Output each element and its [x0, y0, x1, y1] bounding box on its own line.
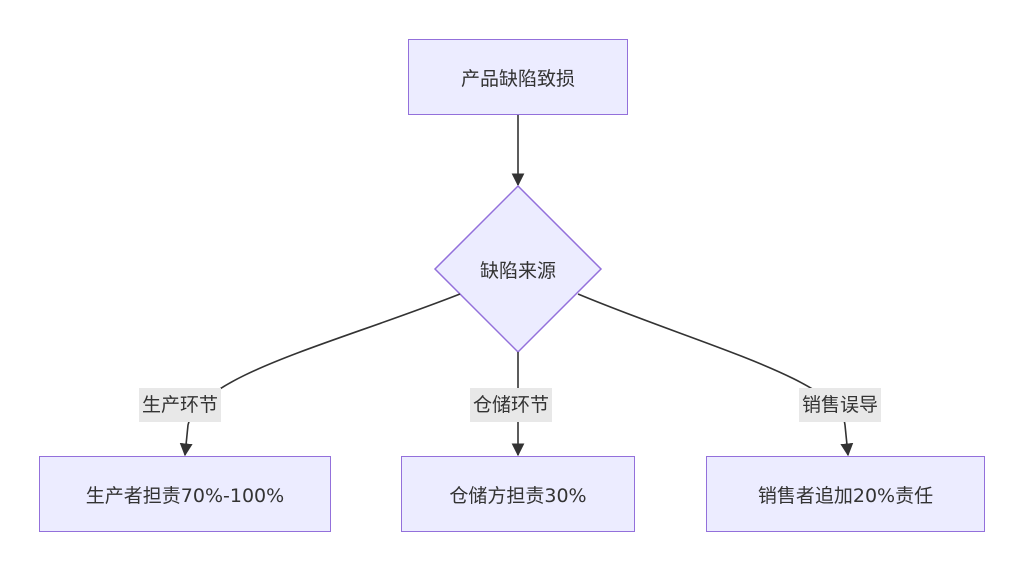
node-seller-label: 销售者追加20%责任 — [757, 484, 934, 507]
decision-label-box: 缺陷来源 — [458, 249, 578, 289]
edge-decision-to-seller — [577, 293, 854, 457]
edge-label-production: 生产环节 — [139, 388, 222, 422]
node-producer: 生产者担责70%-100% — [39, 456, 331, 532]
node-storage-label: 仓储方担责30% — [449, 484, 587, 507]
node-start-label: 产品缺陷致损 — [460, 67, 575, 90]
node-start: 产品缺陷致损 — [408, 39, 628, 115]
node-decision-label: 缺陷来源 — [479, 259, 556, 282]
node-seller: 销售者追加20%责任 — [706, 456, 985, 532]
edge-decision-to-producer — [179, 293, 461, 457]
edge-label-warehousing: 仓储环节 — [470, 388, 553, 422]
node-producer-label: 生产者担责70%-100% — [85, 484, 285, 507]
edge-label-sales: 销售误导 — [799, 388, 882, 422]
node-storage: 仓储方担责30% — [401, 456, 635, 532]
